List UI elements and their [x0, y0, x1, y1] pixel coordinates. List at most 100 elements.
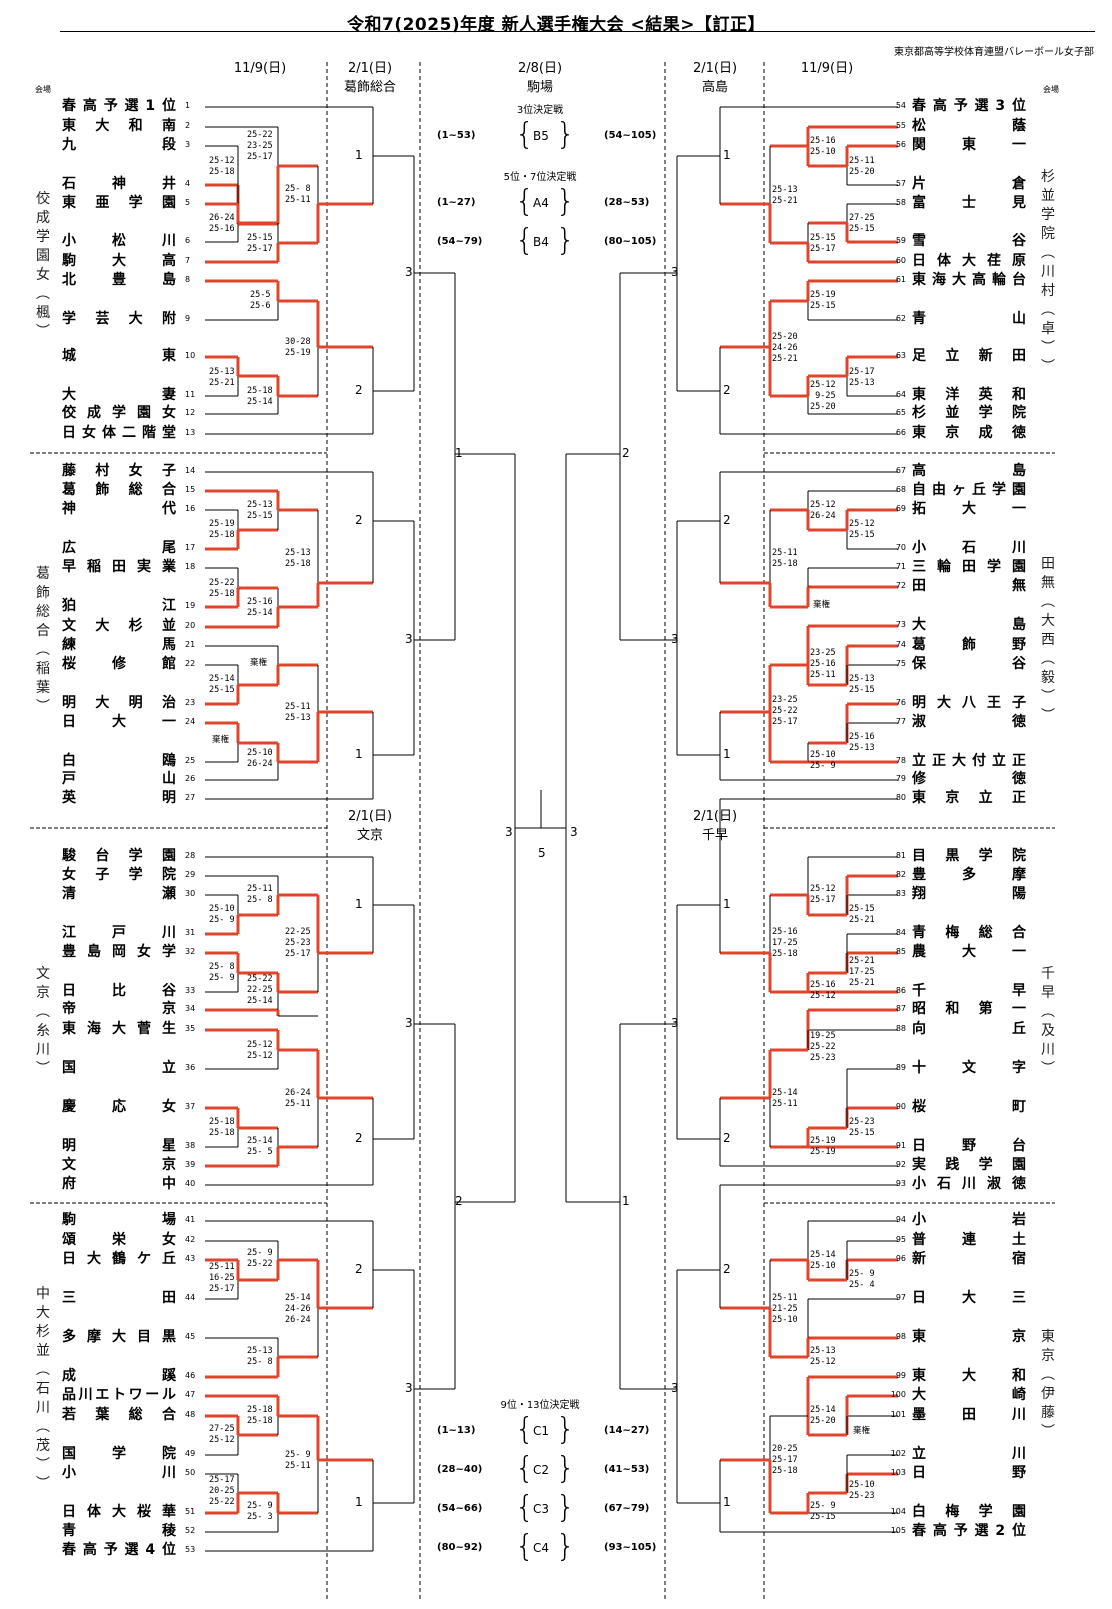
match-score: 25-12 9-25 25-20 [810, 380, 836, 412]
round-number: 1 [723, 747, 731, 761]
team-seed-number: 102 [890, 1449, 906, 1458]
team-name: 立川 [912, 1446, 1026, 1462]
match-score: 25-20 24-26 25-21 [772, 332, 798, 364]
team-seed-number: 2 [185, 121, 191, 130]
placement-range-right: (41~53) [604, 1464, 650, 1475]
team-seed-number: 73 [895, 620, 906, 629]
placement-match-code: C1 [533, 1424, 550, 1438]
team-name: 国立 [62, 1060, 176, 1076]
team-seed-number: 64 [895, 390, 906, 399]
team-name: 小岩 [912, 1212, 1026, 1228]
team-seed-number: 13 [185, 428, 196, 437]
team-seed-number: 76 [895, 698, 906, 707]
team-name: 学芸大附 [62, 311, 176, 327]
match-score: 25-12 25-15 [849, 519, 875, 540]
region-label: 東京︵伊藤︶ [1041, 1329, 1055, 1440]
match-score: 25-5 25-6 [250, 290, 271, 311]
team-seed-number: 77 [895, 717, 906, 726]
placement-match-code: C2 [533, 1463, 550, 1477]
round-number: 2 [723, 383, 731, 397]
round-number: 2 [723, 1131, 731, 1145]
team-seed-number: 36 [185, 1063, 196, 1072]
team-name: 田無 [912, 578, 1026, 594]
team-name: 佼成学園女 [62, 405, 176, 421]
team-seed-number: 18 [185, 562, 196, 571]
team-seed-number: 79 [895, 774, 906, 783]
team-seed-number: 6 [185, 236, 191, 245]
brace-icon: { [515, 1451, 535, 1486]
page-title: 令和7(2025)年度 新人選手権大会 <結果>【訂正】 [346, 15, 765, 35]
team-seed-number: 71 [895, 562, 906, 571]
match-score: 25-10 25- 9 [810, 750, 836, 771]
team-name: 白梅学園 [912, 1504, 1026, 1520]
team-seed-number: 51 [185, 1507, 196, 1516]
header-right-round2-venue: 高島 [701, 80, 728, 95]
team-name: 戸山 [62, 771, 176, 787]
team-name: 松蔭 [912, 118, 1026, 134]
round-number: 3 [405, 1016, 413, 1030]
team-name: 大妻 [62, 387, 176, 403]
match-score: 25- 9 25-15 [810, 1501, 836, 1522]
match-score: 19-25 25-22 25-23 [810, 1031, 836, 1063]
team-seed-number: 14 [185, 466, 196, 475]
team-seed-number: 35 [185, 1024, 196, 1033]
team-name: 青山 [912, 311, 1026, 327]
team-seed-number: 15 [185, 485, 196, 494]
team-seed-number: 47 [185, 1390, 196, 1399]
team-seed-number: 4 [185, 179, 191, 188]
match-score: 25-16 25-13 [849, 732, 875, 753]
team-name: 高島 [912, 463, 1026, 479]
placement-match-code: B4 [533, 235, 549, 249]
match-score: 26-24 25-16 [209, 213, 235, 234]
round-number: 3 [570, 825, 578, 839]
placement-range-right: (28~53) [604, 197, 650, 208]
team-name: 自由ヶ丘学園 [912, 482, 1026, 498]
match-score: 30-28 25-19 [285, 337, 311, 358]
team-name: 立正大付立正 [912, 753, 1026, 769]
header-right-round2-date: 2/1(日) [692, 61, 738, 76]
match-score: 27-25 25-15 [849, 213, 875, 234]
team-seed-number: 1 [185, 101, 191, 110]
round-number: 1 [723, 1495, 731, 1509]
team-seed-number: 34 [185, 1004, 196, 1013]
team-seed-number: 72 [895, 581, 906, 590]
match-score: 25-13 25-15 [849, 674, 875, 695]
match-score: 25-16 25-14 [247, 597, 273, 618]
team-name: 三田 [62, 1290, 176, 1306]
header-right-lower-venue: 千早 [701, 828, 728, 843]
region-label: 佼成学園女︵楓︶ [36, 191, 50, 340]
team-name: 北豊島 [62, 272, 176, 288]
team-seed-number: 56 [895, 140, 906, 149]
match-score: 25- 8 25-11 [285, 184, 311, 205]
team-seed-number: 105 [890, 1526, 906, 1535]
venue-label-left: 会場 [35, 85, 51, 94]
team-name: 文京 [62, 1157, 176, 1173]
placement-range-right: (93~105) [604, 1542, 657, 1553]
team-name: 雪谷 [912, 233, 1026, 249]
team-seed-number: 87 [895, 1004, 906, 1013]
match-score: 25-18 25-14 [247, 386, 273, 407]
match-score: 25-10 25- 9 [209, 904, 235, 925]
match-score: 25-23 25-15 [849, 1117, 875, 1138]
team-seed-number: 25 [185, 756, 196, 765]
region-label: 千早︵及川︶ [1041, 966, 1055, 1077]
team-seed-number: 12 [185, 408, 196, 417]
team-name: 桜町 [912, 1099, 1026, 1115]
team-name: 明大八王子 [912, 695, 1026, 711]
team-name: 東京成徳 [912, 425, 1026, 441]
team-name: 足立新田 [912, 348, 1026, 364]
team-seed-number: 38 [185, 1141, 196, 1150]
region-label: 葛飾総合︵稲葉︶ [36, 566, 50, 715]
team-seed-number: 101 [890, 1410, 906, 1419]
team-seed-number: 74 [895, 640, 906, 649]
team-seed-number: 41 [185, 1215, 196, 1224]
team-seed-number: 65 [895, 408, 906, 417]
forfeit-label: 棄権 [212, 735, 230, 745]
match-score: 25-10 26-24 [247, 748, 273, 769]
placement-range-left: (54~66) [437, 1503, 483, 1514]
team-name: 小松川 [62, 233, 176, 249]
round-number: 3 [671, 1016, 679, 1030]
placement-range-left: (1~53) [437, 130, 476, 141]
match-score: 25-12 25-17 [810, 884, 836, 905]
